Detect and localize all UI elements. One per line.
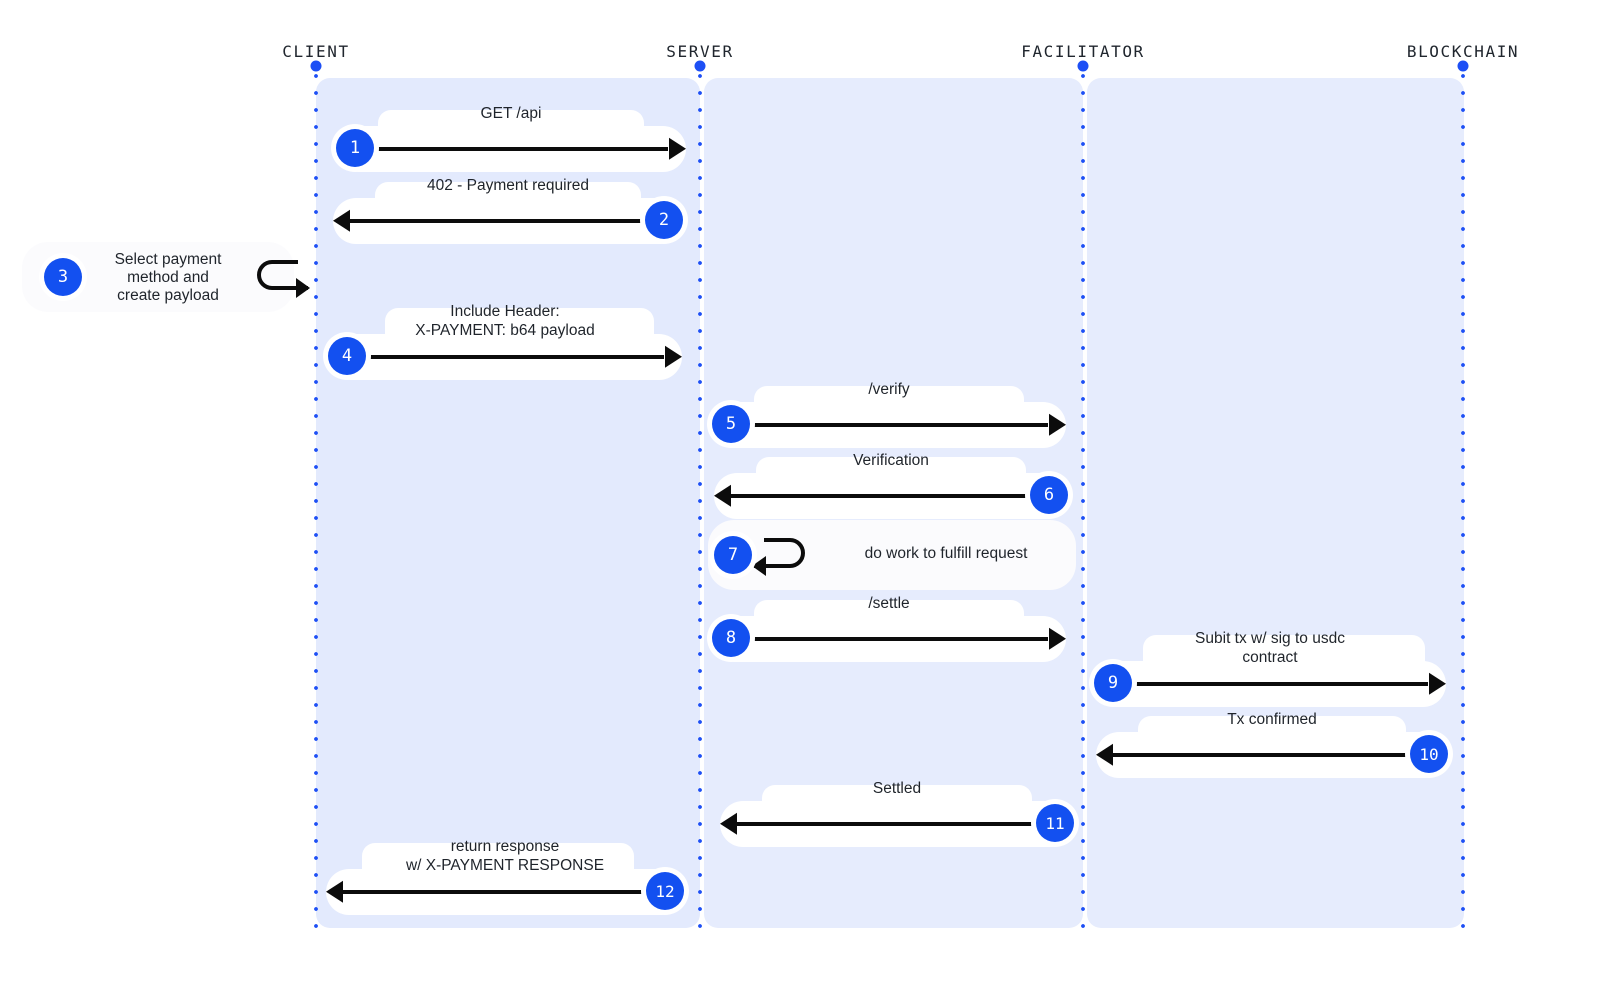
lane-band-facilitator-blockchain	[1087, 78, 1464, 928]
lifeline-server	[698, 74, 702, 936]
arrow-line	[1116, 682, 1428, 686]
arrow-line	[736, 822, 1052, 826]
arrow-line	[734, 637, 1048, 641]
arrow-head-right-icon	[1049, 413, 1066, 436]
step-badge-7[interactable]: 7	[714, 536, 752, 574]
message-label-plate	[762, 785, 1032, 819]
message-step-2[interactable]: 402 - Payment required 2	[333, 177, 683, 244]
arrow-head-left-icon	[720, 812, 737, 835]
arrow-line	[342, 890, 662, 894]
arrow-line	[350, 355, 664, 359]
lifeline-dot-facilitator	[1077, 60, 1089, 72]
lifeline-client	[314, 74, 318, 936]
lane-title-facilitator: FACILITATOR	[1021, 42, 1145, 61]
arrow-head-right-icon	[1049, 627, 1066, 650]
arrow-head-left-icon	[714, 484, 731, 507]
arrow-head-right-icon	[669, 137, 686, 160]
arrow-head-left-icon	[1096, 743, 1113, 766]
self-message-label-3: Select payment method and create payload	[114, 251, 222, 304]
lifeline-blockchain	[1461, 74, 1465, 936]
message-step-1[interactable]: GET /api 1	[336, 105, 686, 172]
message-label-plate	[384, 308, 654, 352]
message-label-plate	[754, 386, 1024, 420]
message-label-plate	[754, 600, 1024, 634]
message-step-4[interactable]: Include Header: X-PAYMENT: b64 payload 4	[328, 303, 682, 380]
step-badge-1[interactable]: 1	[336, 129, 374, 167]
message-label-plate	[361, 843, 634, 887]
step-badge-6[interactable]: 6	[1030, 476, 1068, 514]
lane-title-client: CLIENT	[282, 42, 350, 61]
message-label-plate	[1138, 716, 1406, 750]
message-step-11[interactable]: Settled 11	[720, 780, 1074, 847]
arrow-line	[730, 494, 1046, 498]
message-label-plate	[378, 110, 644, 144]
arrow-head-right-icon	[665, 345, 682, 368]
arrow-head-left-icon	[333, 209, 350, 232]
step-badge-12[interactable]: 12	[646, 872, 684, 910]
self-message-note-step-3[interactable]: 3 Select payment method and create paylo…	[22, 242, 310, 312]
self-message-label-7: do work to fulfill request	[864, 545, 1028, 562]
lifeline-dot-blockchain	[1457, 60, 1469, 72]
step-badge-3[interactable]: 3	[44, 258, 82, 296]
message-step-10[interactable]: Tx confirmed 10	[1096, 711, 1448, 778]
step-badge-10[interactable]: 10	[1410, 735, 1448, 773]
step-badge-11[interactable]: 11	[1036, 804, 1074, 842]
step-badge-9[interactable]: 9	[1094, 664, 1132, 702]
step-badge-2[interactable]: 2	[645, 201, 683, 239]
message-label-plate	[756, 457, 1026, 491]
step-badge-5[interactable]: 5	[712, 405, 750, 443]
message-step-9[interactable]: Subit tx w/ sig to usdc contract 9	[1094, 630, 1446, 707]
self-loop-arrow-left-icon	[752, 538, 805, 576]
arrow-head-left-icon	[326, 880, 343, 903]
lifeline-dot-client	[310, 60, 322, 72]
lane-title-server: SERVER	[666, 42, 734, 61]
step-badge-4[interactable]: 4	[328, 337, 366, 375]
message-step-6[interactable]: Verification 6	[714, 452, 1068, 519]
lane-title-blockchain: BLOCKCHAIN	[1406, 42, 1520, 61]
message-step-12[interactable]: return response w/ X-PAYMENT RESPONSE 12	[326, 838, 684, 915]
step-badge-8[interactable]: 8	[712, 619, 750, 657]
arrow-head-right-icon	[1429, 672, 1446, 695]
lifeline-facilitator	[1081, 74, 1085, 936]
lifeline-dot-server	[694, 60, 706, 72]
arrow-line	[349, 219, 661, 223]
self-loop-arrow-right-icon	[257, 260, 310, 298]
message-label-plate	[1143, 635, 1425, 679]
self-message-note-step-7[interactable]: 7 do work to fulfill request	[708, 520, 1076, 590]
message-step-5[interactable]: /verify 5	[712, 381, 1066, 448]
message-label-plate	[375, 182, 641, 216]
arrow-line	[358, 147, 668, 151]
arrow-line	[734, 423, 1048, 427]
message-step-8[interactable]: /settle 8	[712, 595, 1066, 662]
arrow-line	[1112, 753, 1426, 757]
